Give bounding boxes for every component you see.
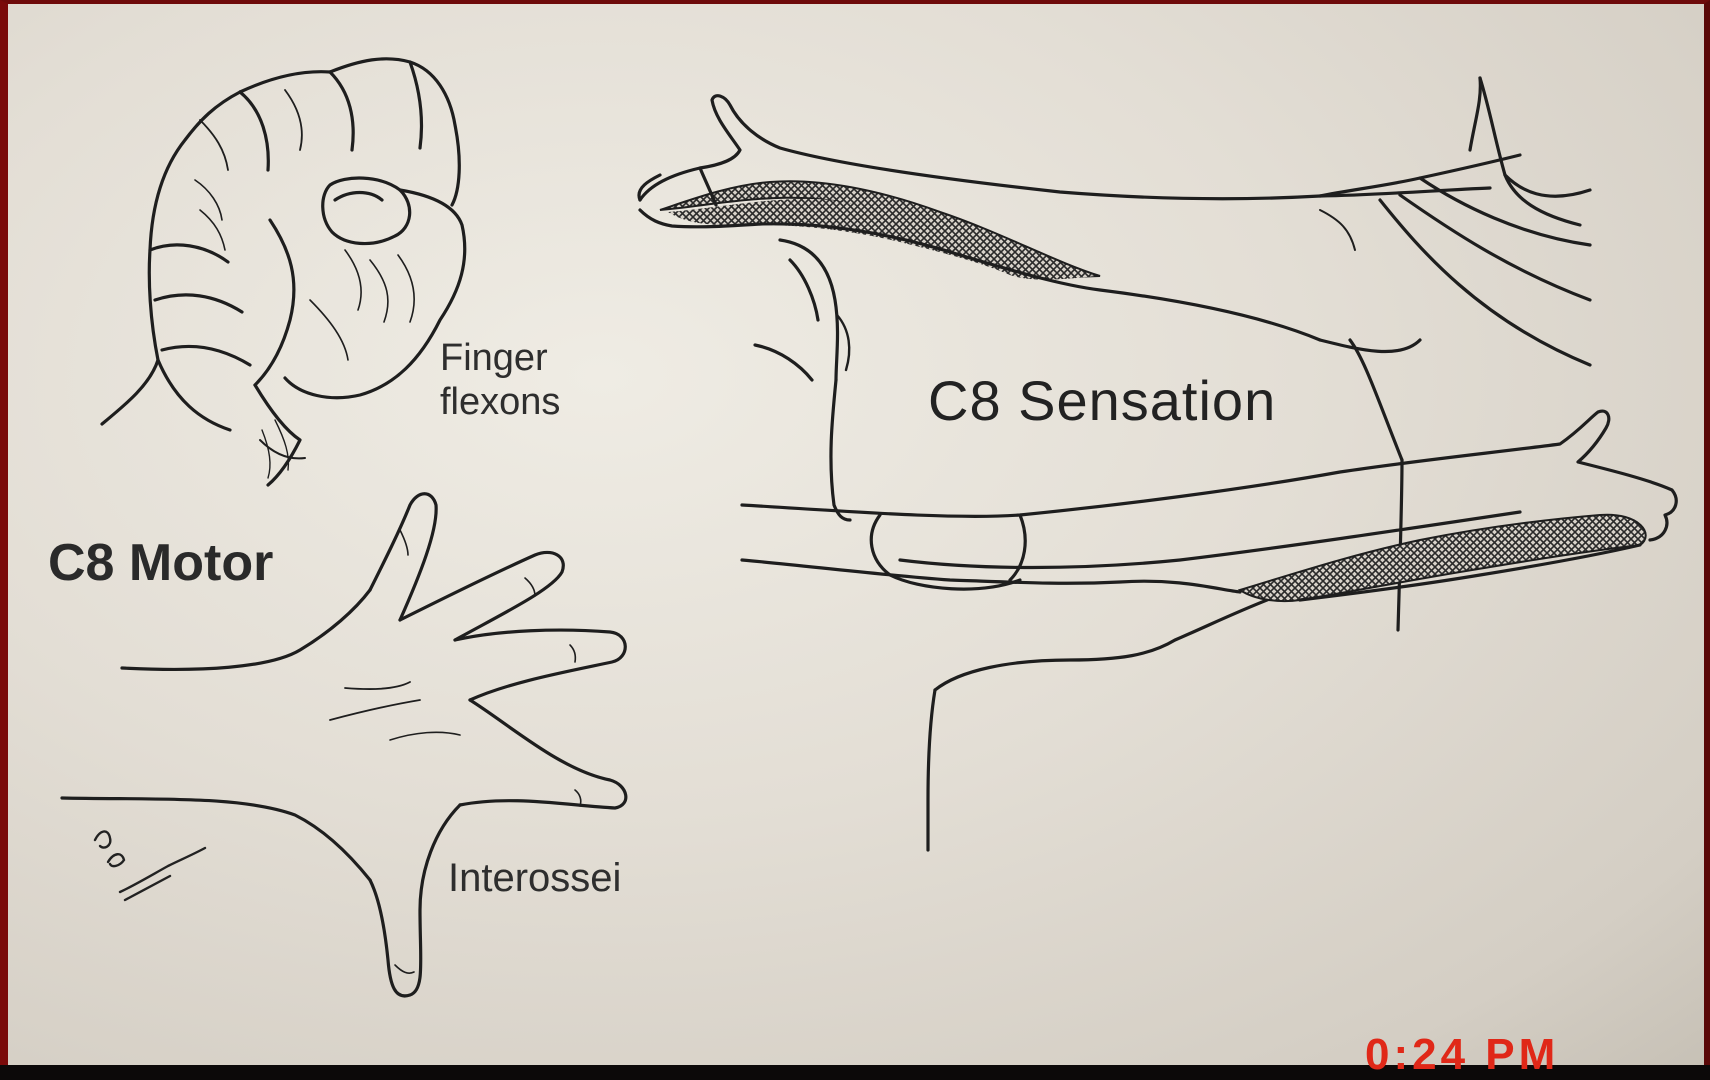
- lower-arm-drawing: [742, 411, 1676, 601]
- torso-drawing: [755, 240, 1420, 850]
- c8-hatch-upper: [668, 199, 1095, 280]
- finger-label-line2: flexons: [440, 380, 560, 424]
- artist-signature: [95, 831, 205, 900]
- fist-drawing: [102, 59, 465, 485]
- c8-motor-label: C8 Motor: [48, 533, 273, 593]
- interossei-label: Interossei: [448, 856, 621, 901]
- c8-sensation-label: C8 Sensation: [928, 368, 1276, 433]
- finger-flexors-label: Finger flexons: [440, 336, 560, 424]
- photo-timestamp: 0:24 PM: [1365, 1030, 1559, 1080]
- upper-arm-drawing: [639, 78, 1590, 365]
- finger-label-line1: Finger: [440, 336, 560, 380]
